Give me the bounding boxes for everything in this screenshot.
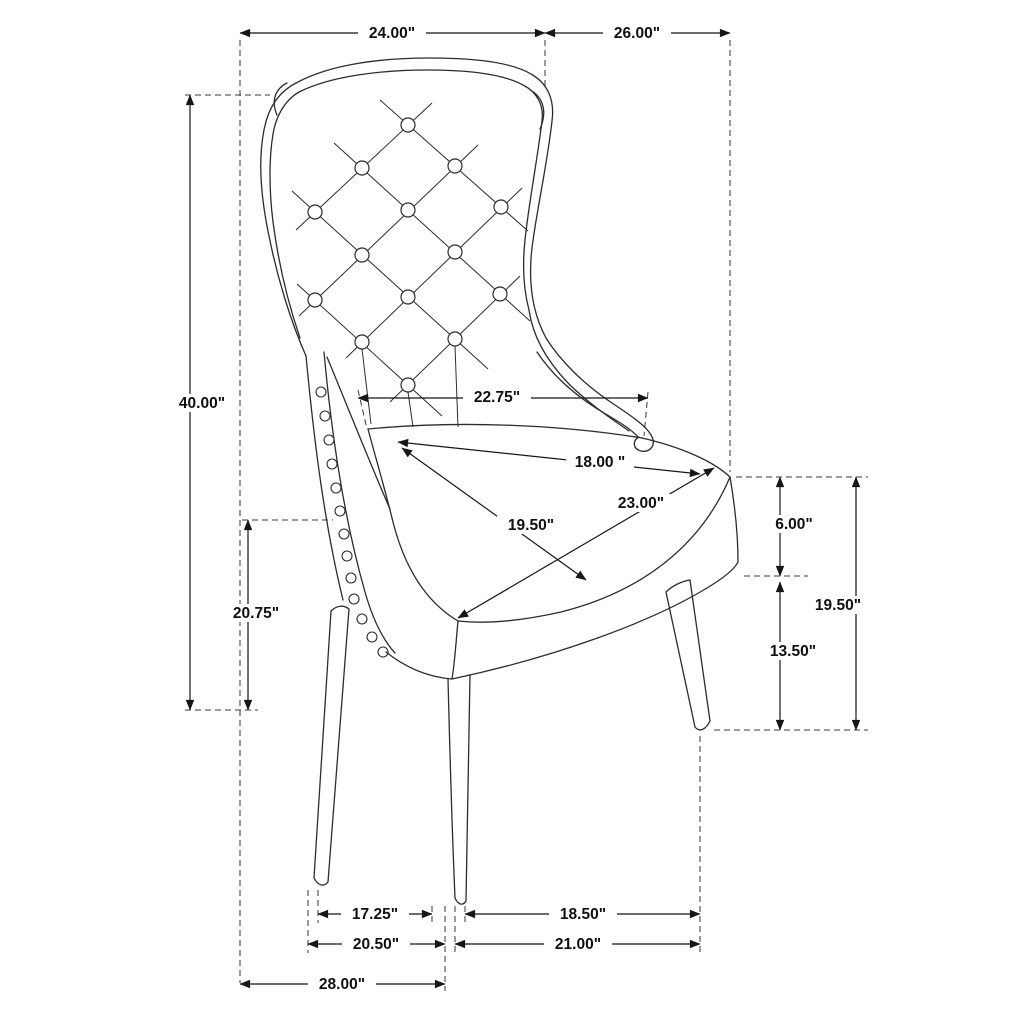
- tufting-lattice: [291, 99, 531, 428]
- tuft-button: [354, 334, 370, 350]
- nailhead: [356, 613, 368, 625]
- dim-label-leg-height: 13.50": [770, 643, 816, 660]
- dim-label-overall-height: 40.00": [179, 395, 225, 412]
- nailhead: [315, 386, 327, 398]
- nailhead: [338, 528, 350, 540]
- dim-label-seat-height-floor: 19.50": [815, 597, 861, 614]
- dim-label-front-legs-inner-span: 17.25": [352, 906, 398, 923]
- dim-label-seat-cushion-side: 6.00": [775, 516, 813, 533]
- tuft-button: [354, 247, 370, 263]
- dim-label-arm-height: 20.75": [233, 605, 279, 622]
- tuft-button: [307, 204, 323, 220]
- dim-label-seat-depth: 18.00 ": [575, 454, 625, 471]
- rear-right-leg: [665, 579, 711, 731]
- chair-right-arm-sweep-line: [528, 309, 630, 432]
- dim-label-front-base-width: 20.50": [353, 936, 399, 953]
- seat-front-corner-side: [451, 620, 459, 680]
- tuft-lines-down-left: [295, 102, 523, 403]
- nailhead: [330, 482, 342, 494]
- dim-line-seat-front-width: [457, 467, 715, 619]
- ext-lines-bottom: [307, 736, 701, 991]
- seat-back-edge: [367, 423, 643, 439]
- tuft-button: [400, 377, 416, 393]
- label-bg: [341, 905, 409, 923]
- tuft-button: [492, 286, 508, 302]
- chair-legs: [313, 579, 711, 905]
- seat-right-corner-side: [729, 476, 739, 563]
- nailhead-trim: [315, 386, 389, 658]
- nailhead: [334, 505, 346, 517]
- label-bg: [544, 935, 612, 953]
- dimension-labels: 24.00" 26.00" 40.00" 22.75" 18.00 " 23.0…: [168, 24, 872, 993]
- tuft-button: [354, 160, 370, 176]
- chair-right-arm-scroll: [545, 337, 654, 452]
- chair-drawing: [260, 57, 739, 905]
- label-bg: [603, 24, 671, 42]
- dim-line-seat-width: [401, 447, 587, 581]
- tuft-button: [307, 292, 323, 308]
- label-bg: [308, 975, 376, 993]
- dim-label-seat-front-width: 23.00": [618, 495, 664, 512]
- dim-label-back-top-width: 24.00": [369, 25, 415, 42]
- chair-left-wing-front-edge: [305, 355, 344, 601]
- dim-label-seat-width: 19.50": [508, 517, 554, 534]
- chair-back-outline: [260, 57, 554, 357]
- chair-top-right-curl: [531, 90, 545, 130]
- nailhead: [326, 458, 338, 470]
- tuft-lines-down-right: [291, 99, 531, 417]
- label-bg: [549, 905, 617, 923]
- front-leg: [447, 674, 471, 905]
- chair-top-roll-inner: [298, 69, 543, 122]
- label-bg: [607, 494, 675, 512]
- nailhead: [345, 572, 357, 584]
- chair-left-roll-inner: [269, 91, 301, 339]
- label-bg: [804, 596, 872, 614]
- nailhead: [341, 550, 353, 562]
- ext-lines-top: [239, 40, 731, 983]
- tufting-buttons: [307, 117, 509, 393]
- dimension-lines: [185, 28, 861, 989]
- label-bg: [358, 24, 426, 42]
- chair-seat: [367, 423, 739, 680]
- label-bg: [168, 394, 236, 412]
- seat-side-bottom-edge: [385, 561, 739, 680]
- label-bg: [566, 453, 634, 471]
- label-bg: [463, 388, 531, 406]
- dim-label-overall-top-width: 26.00": [614, 25, 660, 42]
- ext-lines-seat: [357, 389, 649, 437]
- tuft-button: [493, 199, 509, 215]
- label-bg: [759, 642, 827, 660]
- chair-right-roll-inner: [522, 120, 543, 311]
- nailhead: [377, 646, 389, 658]
- nailhead: [366, 631, 378, 643]
- tuft-button: [400, 202, 416, 218]
- front-left-leg: [313, 605, 350, 886]
- label-bg: [342, 935, 410, 953]
- label-bg: [222, 604, 290, 622]
- chair-left-arm-band-inner-edge: [323, 351, 396, 654]
- dim-label-back-width-seat-level: 22.75": [474, 389, 520, 406]
- seat-front-edge: [457, 476, 731, 623]
- tuft-button: [400, 117, 416, 133]
- seat-left-edge: [367, 428, 459, 622]
- extension-lines: [185, 40, 868, 991]
- chair-top-left-curl: [273, 82, 288, 116]
- tuft-button: [400, 289, 416, 305]
- chair-left-arm-top-edge: [326, 356, 391, 510]
- tuft-button: [447, 331, 463, 347]
- dim-label-overall-base-depth: 28.00": [319, 976, 365, 993]
- dim-label-side-base-depth: 21.00": [555, 936, 601, 953]
- tuft-button: [447, 158, 463, 174]
- label-bg: [497, 516, 565, 534]
- seat-right-edge: [641, 437, 731, 478]
- label-bg: [760, 515, 828, 533]
- nailhead: [323, 434, 335, 446]
- nailhead: [319, 410, 331, 422]
- nailhead: [348, 593, 360, 605]
- dim-line-seat-depth: [397, 438, 701, 478]
- tuft-button: [447, 244, 463, 260]
- dim-label-side-legs-span: 18.50": [560, 906, 606, 923]
